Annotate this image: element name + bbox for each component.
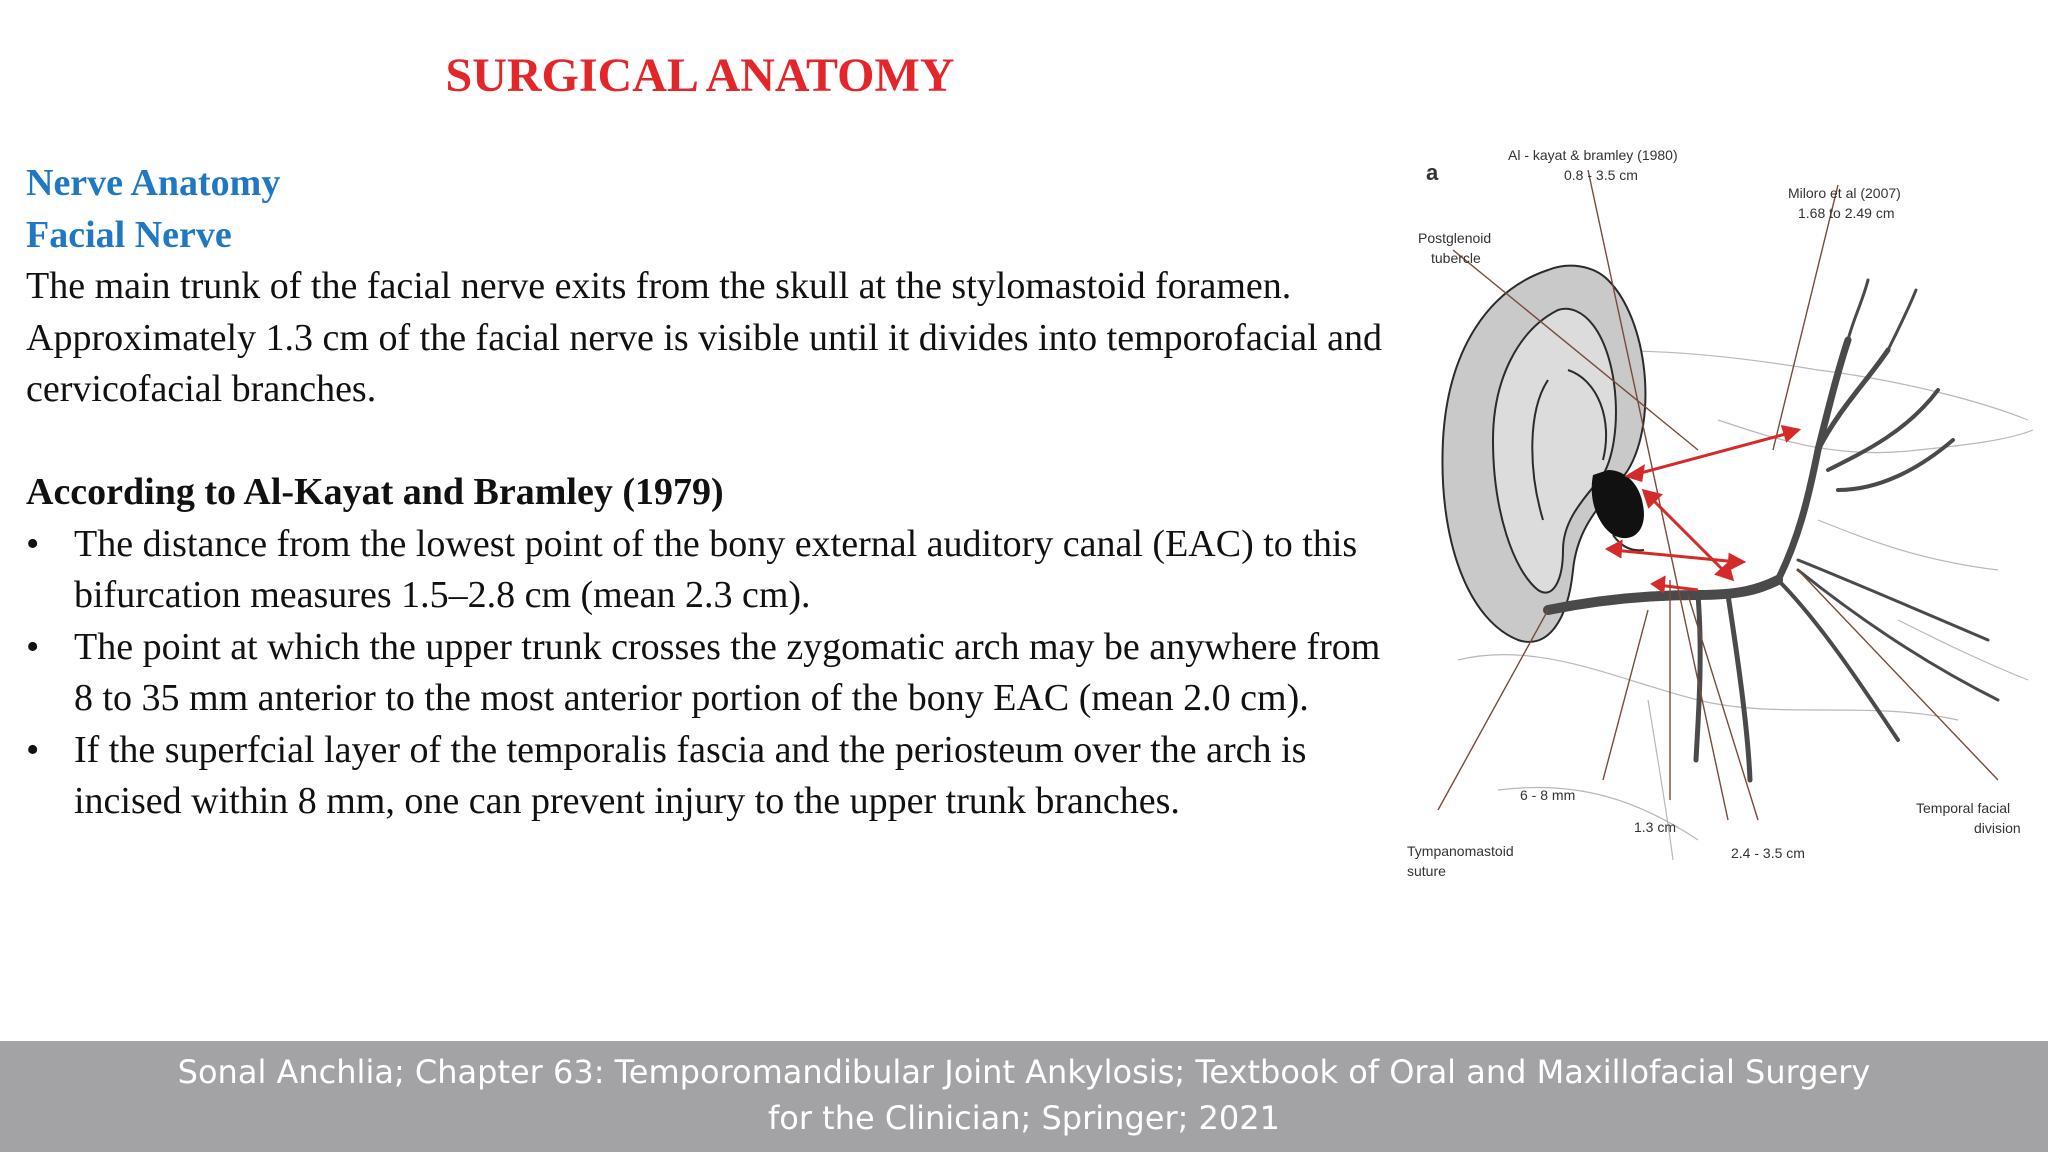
heading-facial-nerve: Facial Nerve xyxy=(26,213,232,256)
label-one-three-cm: 1.3 cm xyxy=(1634,819,1676,835)
label-alkayat-title: Al - kayat & bramley (1980) xyxy=(1508,147,1678,163)
bullet-item: • The distance from the lowest point of … xyxy=(26,519,1386,622)
bullet-list: • The distance from the lowest point of … xyxy=(26,519,1386,828)
paragraph-main-trunk: The main trunk of the facial nerve exits… xyxy=(26,265,1292,307)
heading-nerve-anatomy: Nerve Anatomy xyxy=(26,162,281,204)
facial-nerve-diagram: a Al - kayat & bramley (1980) 0.8 - 3.5 … xyxy=(1407,147,2034,879)
bullet-dot: • xyxy=(26,522,40,565)
measurement-lines xyxy=(1437,169,1999,821)
panel-letter: a xyxy=(1426,160,1439,185)
label-tubercle: tubercle xyxy=(1431,250,1481,266)
body-text: Nerve Anatomy Facial Nerve The main trun… xyxy=(26,158,1386,828)
subheading-al-kayat: According to Al-Kayat and Bramley (1979) xyxy=(26,471,724,513)
paragraph-approximately: Approximately 1.3 cm of the facial nerve… xyxy=(26,316,1383,411)
spacer xyxy=(26,416,1386,468)
label-tympanomastoid: Tympanomastoid xyxy=(1407,843,1514,859)
label-six-eight-mm: 6 - 8 mm xyxy=(1520,787,1575,803)
label-postglenoid: Postglenoid xyxy=(1418,230,1491,246)
bullet-text: The distance from the lowest point of th… xyxy=(74,522,1358,617)
citation-line-1: Sonal Anchlia; Chapter 63: Temporomandib… xyxy=(177,1053,1871,1091)
facial-nerve-branches xyxy=(1543,278,2000,783)
bullet-dot: • xyxy=(26,625,40,668)
bullet-dot: • xyxy=(26,728,40,771)
facial-nerve-figure: a Al - kayat & bramley (1980) 0.8 - 3.5 … xyxy=(1398,140,2038,900)
label-two-four-cm: 2.4 - 3.5 cm xyxy=(1731,845,1805,861)
bullet-text: The point at which the upper trunk cross… xyxy=(74,625,1381,720)
figure-labels: a Al - kayat & bramley (1980) 0.8 - 3.5 … xyxy=(1407,147,2021,879)
bullet-item: • The point at which the upper trunk cro… xyxy=(26,622,1386,725)
label-temporal-facial: Temporal facial xyxy=(1916,800,2010,816)
bullet-text: If the superfcial layer of the temporali… xyxy=(74,728,1307,823)
ear-illustration xyxy=(1441,264,1647,643)
label-alkayat-range: 0.8 - 3.5 cm xyxy=(1564,167,1638,183)
slide-title: SURGICAL ANATOMY xyxy=(445,49,955,102)
citation-line-2: for the Clinician; Springer; 2021 xyxy=(768,1099,1280,1137)
label-division: division xyxy=(1974,820,2021,836)
citation-footer: Sonal Anchlia; Chapter 63: Temporomandib… xyxy=(0,1041,2048,1152)
label-miloro-range: 1.68 to 2.49 cm xyxy=(1798,205,1895,221)
label-miloro-title: Miloro et al (2007) xyxy=(1788,185,1901,201)
bullet-item: • If the superfcial layer of the tempora… xyxy=(26,725,1386,828)
label-suture: suture xyxy=(1407,863,1446,879)
red-arrows xyxy=(1604,425,1802,594)
